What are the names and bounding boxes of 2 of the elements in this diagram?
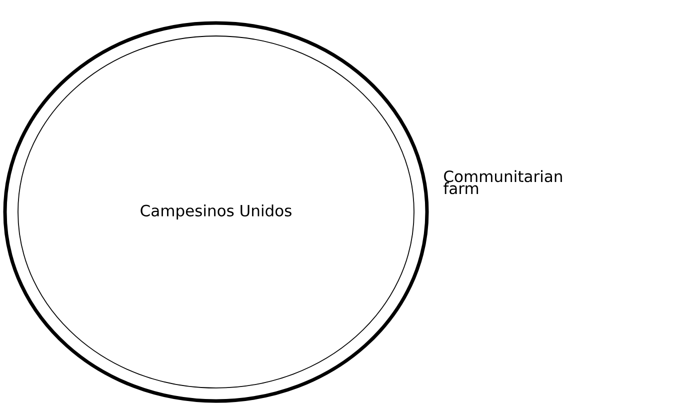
circle-node: Campesinos Unidos bbox=[3, 21, 429, 403]
beside-text: Communitarian farm bbox=[444, 170, 562, 194]
